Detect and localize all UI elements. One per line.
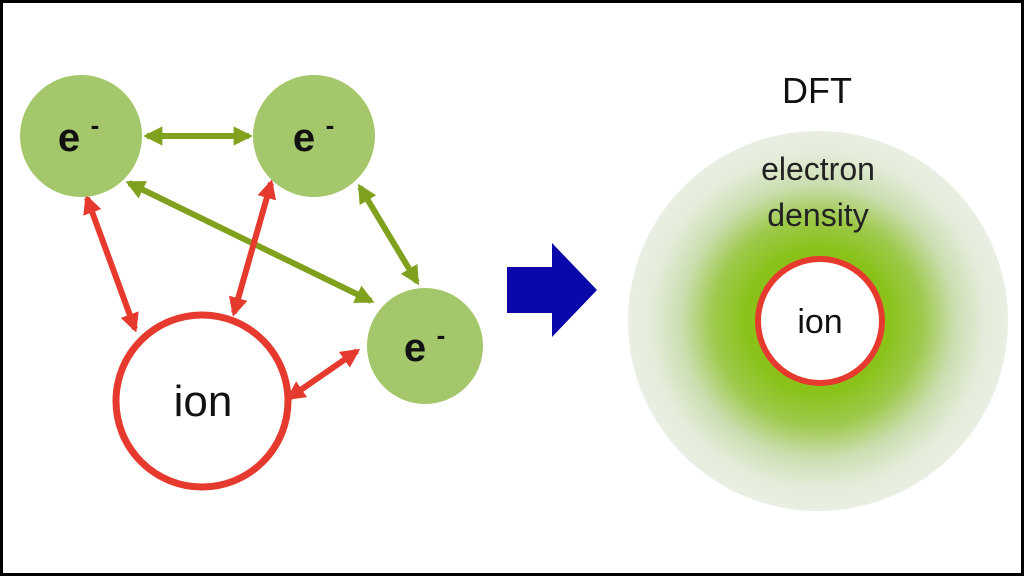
dft-title: DFT xyxy=(782,70,852,111)
dft-diagram: e - e - e - ion DFT electron density ion xyxy=(20,70,1008,511)
electron-electron-arrow-diagonal xyxy=(125,180,375,304)
electron-ion-arrow-right xyxy=(285,348,361,401)
density-label-line1: electron xyxy=(761,151,875,187)
dft-density-model: DFT electron density ion xyxy=(628,70,1008,511)
electron-bottom-right: e - xyxy=(367,288,483,404)
right-arrow-icon xyxy=(507,243,597,337)
many-body-interactions: e - e - e - ion xyxy=(20,75,483,491)
electron-label: e xyxy=(293,116,315,160)
density-label-line2: density xyxy=(767,197,868,233)
electron-charge: - xyxy=(326,110,335,140)
electron-top-left: e - xyxy=(20,75,142,197)
electron-electron-arrow-right xyxy=(357,183,420,286)
electron-ion-arrow-left xyxy=(83,194,139,333)
electron-ion-arrow-middle xyxy=(228,179,277,317)
ion-right: ion xyxy=(755,256,885,386)
ion-label: ion xyxy=(797,303,842,341)
ion-left: ion xyxy=(112,311,292,491)
electron-label: e xyxy=(404,326,426,370)
ion-label: ion xyxy=(174,377,233,426)
electron-label: e xyxy=(58,116,80,160)
electron-charge: - xyxy=(91,110,100,140)
electron-top-right: e - xyxy=(253,75,375,197)
electron-charge: - xyxy=(437,320,446,350)
